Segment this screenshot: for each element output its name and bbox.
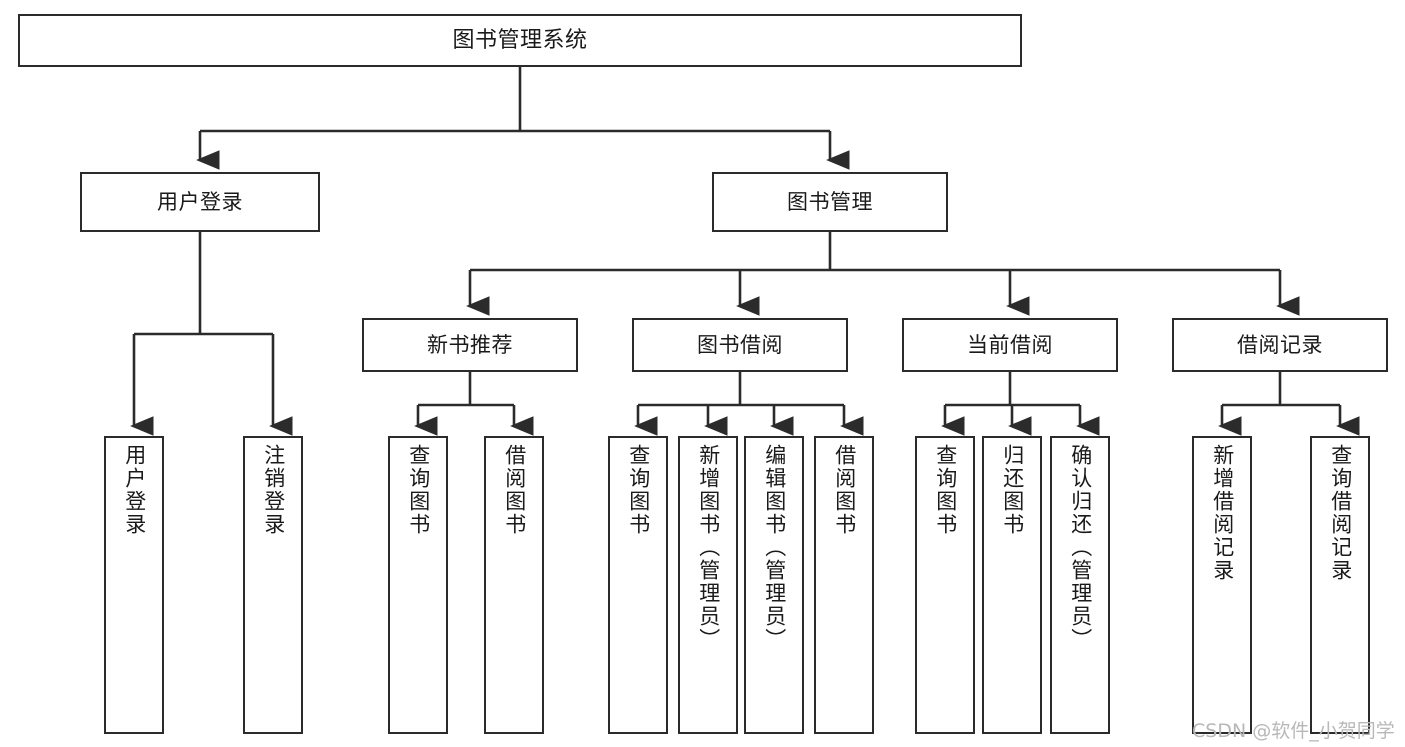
node-label: 图书借阅 [697, 332, 783, 357]
leaf-borrow-book-borrow[interactable]: 借阅图书 [814, 436, 874, 734]
leaf-logout-login[interactable]: 注销登录 [243, 436, 303, 734]
node-label: 用户登录 [157, 189, 243, 214]
node-new-book-recommend[interactable]: 新书推荐 [362, 318, 578, 372]
node-label: 借阅图书 [832, 444, 857, 536]
node-label: 查询图书 [626, 444, 651, 536]
leaf-user-login[interactable]: 用户登录 [104, 436, 164, 734]
node-label: 确认归还（管理员） [1068, 444, 1093, 651]
node-label: 归还图书 [1000, 444, 1025, 536]
leaf-confirm-return-admin[interactable]: 确认归还（管理员） [1050, 436, 1110, 734]
leaf-return-book[interactable]: 归还图书 [982, 436, 1042, 734]
node-label: 新增借阅记录 [1210, 444, 1235, 582]
node-label: 编辑图书（管理员） [762, 444, 787, 651]
node-borrow-record[interactable]: 借阅记录 [1172, 318, 1388, 372]
node-label: 借阅图书 [502, 444, 527, 536]
leaf-borrow-book-recommend[interactable]: 借阅图书 [484, 436, 544, 734]
node-label: 借阅记录 [1237, 332, 1323, 357]
node-label: 用户登录 [122, 444, 147, 536]
leaf-add-book-admin[interactable]: 新增图书（管理员） [678, 436, 738, 734]
leaf-query-book-current[interactable]: 查询图书 [915, 436, 975, 734]
node-book-manage[interactable]: 图书管理 [712, 172, 948, 232]
node-root-book-management-system[interactable]: 图书管理系统 [18, 14, 1022, 67]
leaf-add-borrow-record[interactable]: 新增借阅记录 [1192, 436, 1252, 734]
node-label: 注销登录 [261, 444, 286, 536]
node-book-borrow[interactable]: 图书借阅 [632, 318, 848, 372]
node-label: 新书推荐 [427, 332, 513, 357]
node-current-borrow[interactable]: 当前借阅 [902, 318, 1118, 372]
node-label: 新增图书（管理员） [696, 444, 721, 651]
leaf-edit-book-admin[interactable]: 编辑图书（管理员） [744, 436, 804, 734]
node-user-login[interactable]: 用户登录 [80, 172, 320, 232]
leaf-query-book-borrow[interactable]: 查询图书 [608, 436, 668, 734]
node-label: 当前借阅 [967, 332, 1053, 357]
node-label: 图书管理 [787, 189, 873, 214]
leaf-query-borrow-record[interactable]: 查询借阅记录 [1310, 436, 1370, 734]
node-label: 查询图书 [406, 444, 431, 536]
leaf-query-book-recommend[interactable]: 查询图书 [388, 436, 448, 734]
node-label: 查询借阅记录 [1328, 444, 1353, 582]
node-label: 图书管理系统 [452, 27, 588, 53]
node-label: 查询图书 [933, 444, 958, 536]
